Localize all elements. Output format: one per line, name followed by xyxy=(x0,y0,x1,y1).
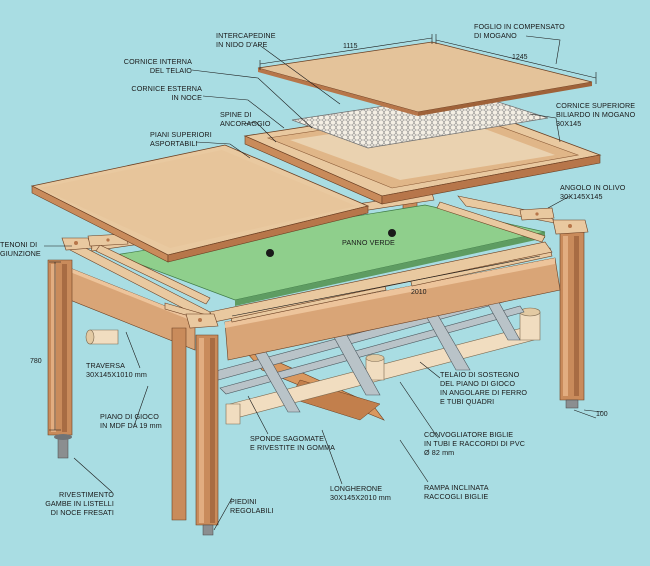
label-outer-frame: CORNICE ESTERNA IN NOCE xyxy=(131,84,202,102)
label-dowels: SPINE DI ANCORAGGIO xyxy=(220,110,271,128)
back-right-leg xyxy=(559,231,597,419)
label-long-rail: LONGHERONE 30X145X2010 mm xyxy=(330,484,391,502)
label-feet: PIEDINI REGOLABILI xyxy=(230,497,274,515)
label-pipes: CONVOGLIATORE BIGLIE IN TUBI E RACCORDI … xyxy=(424,430,526,457)
label-tenons: TENONI DI GIUNZIONE xyxy=(0,240,41,258)
label-cushions: SPONDE SAGOMATE E RIVESTITE IN GOMMA xyxy=(250,434,336,452)
label-top-rail: CORNICE SUPERIORE BILIARDO IN MOGANO 30X… xyxy=(556,101,636,128)
dimension-lines xyxy=(49,34,603,431)
long-rail xyxy=(224,257,561,361)
label-ramp: RAMPA INCLINATA RACCOGLI BIGLIE xyxy=(424,483,489,501)
dim-height: 780 xyxy=(30,358,42,365)
label-olive-corner: ANGOLO IN OLIVO 30X145X145 xyxy=(560,183,626,201)
label-cross-beam: TRAVERSA 30X145X1010 mm xyxy=(86,361,147,379)
leader-lines xyxy=(44,35,571,531)
plywood-sheet xyxy=(257,41,593,116)
dowel-tenons xyxy=(74,212,572,322)
label-plywood-sheet: FOGLIO IN COMPENSATO DI MOGANO xyxy=(474,22,565,40)
front-middle-leg xyxy=(171,327,187,521)
label-inner-frame: CORNICE INTERNA DEL TELAIO xyxy=(123,57,192,75)
front-right-leg xyxy=(195,334,219,536)
label-removable-tops: PIANI SUPERIORI ASPORTABILI xyxy=(150,130,212,148)
label-leg-cladding: RIVESTIMENTO GAMBE IN LISTELLI DI NOCE F… xyxy=(45,490,114,517)
dim-width: 1115 xyxy=(343,43,358,50)
label-honeycomb: INTERCAPEDINE IN NIDO D'APE xyxy=(216,31,276,49)
front-left-leg xyxy=(47,259,73,459)
label-green-felt: PANNO VERDE xyxy=(342,238,395,247)
label-playing-surface: PIANO DI GIOCO IN MDF DA 19 mm xyxy=(100,412,162,430)
dim-leg: 100 xyxy=(596,411,608,418)
dim-length: 2010 xyxy=(411,289,427,296)
left-top-panel xyxy=(30,144,370,263)
label-steel-frame: TELAIO DI SOSTEGNO DEL PIANO DI GIOCO IN… xyxy=(440,370,528,406)
dim-depth: 1245 xyxy=(512,54,528,61)
